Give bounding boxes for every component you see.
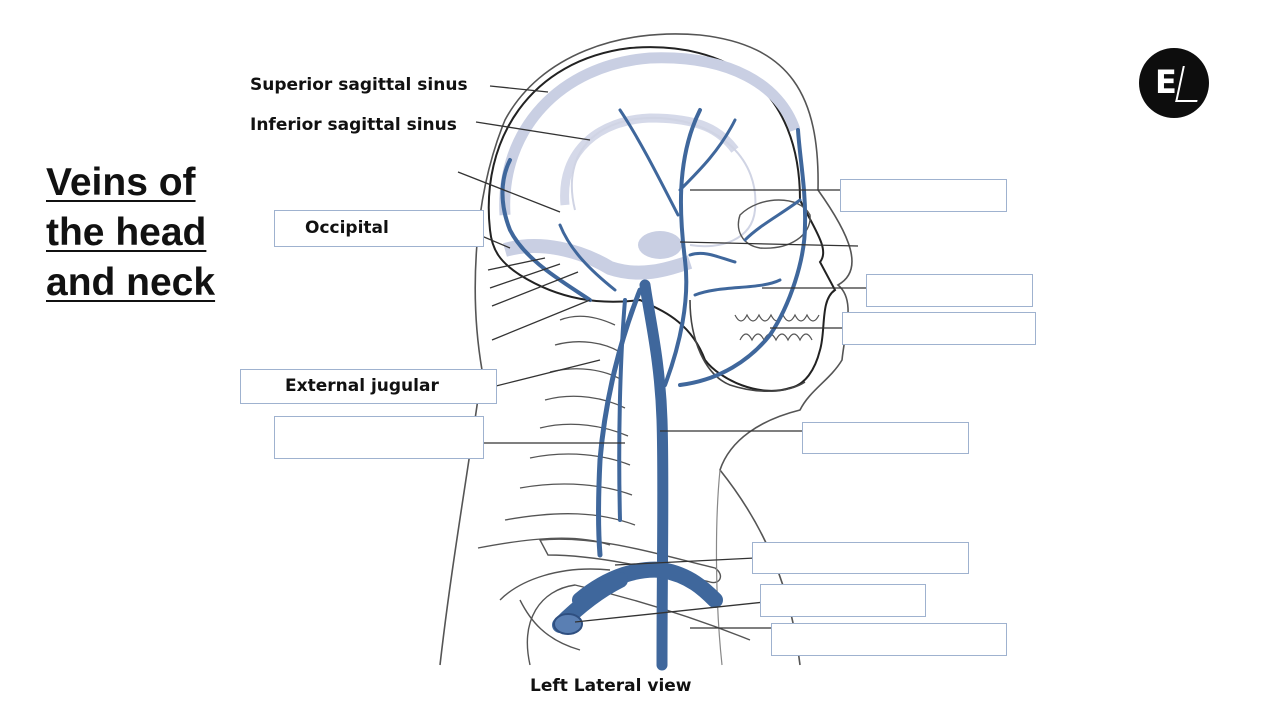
veins bbox=[500, 108, 808, 671]
leader-unlabeled-5 bbox=[491, 299, 591, 341]
label-inferior-sagittal-sinus: Inferior sagittal sinus bbox=[250, 115, 457, 135]
leader-unlabeled-2 bbox=[487, 257, 546, 271]
logo-badge: E bbox=[1139, 48, 1209, 118]
blank-label-box-right-6[interactable] bbox=[760, 584, 926, 617]
orbit bbox=[737, 199, 811, 249]
blank-label-box-right-7[interactable] bbox=[771, 623, 1007, 656]
temporal-branch bbox=[678, 118, 737, 192]
label-occipital: Occipital bbox=[305, 218, 389, 238]
leader-external-jugular bbox=[487, 359, 601, 389]
blank-label-box-left[interactable] bbox=[274, 416, 484, 459]
posterior-auricular-vein bbox=[558, 223, 617, 292]
external-jugular-vein bbox=[596, 287, 643, 558]
retromandibular-vein bbox=[663, 258, 689, 387]
leader-box-r7 bbox=[574, 601, 766, 623]
logo-mark-icon bbox=[1175, 66, 1205, 102]
logo-letter: E bbox=[1155, 63, 1177, 101]
blank-label-box-right-4[interactable] bbox=[802, 422, 969, 454]
skull-outline bbox=[487, 46, 837, 392]
trachea bbox=[715, 469, 723, 666]
cervical-vertebrae bbox=[477, 315, 636, 549]
transverse-sinus bbox=[503, 239, 693, 280]
internal-jugular-vein bbox=[639, 279, 669, 671]
blank-label-box-right-2[interactable] bbox=[866, 274, 1033, 307]
vertebral-vein bbox=[617, 298, 627, 522]
facial-vein bbox=[678, 128, 808, 387]
clavicle-and-ribs bbox=[499, 538, 751, 666]
brain-contour bbox=[570, 116, 757, 248]
temporal-branch-2 bbox=[618, 108, 680, 217]
slide-title: Veins of the head and neck bbox=[46, 158, 256, 308]
label-box-occipital: Occipital bbox=[274, 210, 484, 247]
leader-lines bbox=[457, 85, 866, 629]
title-line-1: Veins of bbox=[46, 161, 196, 204]
blank-label-box-right-1[interactable] bbox=[840, 179, 1007, 212]
label-external-jugular: External jugular bbox=[285, 376, 439, 396]
title-line-2: the head bbox=[46, 211, 207, 254]
cavernous-sinus bbox=[638, 231, 682, 259]
brachiocephalic-vein-cut-end bbox=[553, 613, 583, 635]
blank-label-box-right-5[interactable] bbox=[752, 542, 969, 574]
mandible bbox=[689, 299, 806, 392]
blank-label-box-right-3[interactable] bbox=[842, 312, 1036, 345]
occipital-vein bbox=[500, 158, 592, 302]
pterygoid-plexus bbox=[688, 251, 737, 264]
maxillary-vein bbox=[693, 278, 782, 297]
title-line-3: and neck bbox=[46, 261, 216, 304]
view-caption: Left Lateral view bbox=[530, 676, 692, 696]
leader-box-r6 bbox=[614, 557, 756, 566]
angular-vein bbox=[743, 198, 802, 242]
leader-inferior-sagittal bbox=[475, 121, 591, 141]
leader-unlabeled-1 bbox=[457, 171, 561, 213]
leader-superior-sagittal bbox=[489, 85, 549, 93]
head-outline bbox=[439, 33, 853, 666]
label-superior-sagittal-sinus: Superior sagittal sinus bbox=[250, 75, 468, 95]
superior-sagittal-sinus bbox=[499, 52, 801, 216]
leader-unlabeled-4 bbox=[491, 271, 579, 307]
label-box-external-jugular: External jugular bbox=[240, 369, 497, 404]
leader-box-r2 bbox=[679, 241, 859, 247]
leader-unlabeled-3 bbox=[489, 263, 561, 289]
